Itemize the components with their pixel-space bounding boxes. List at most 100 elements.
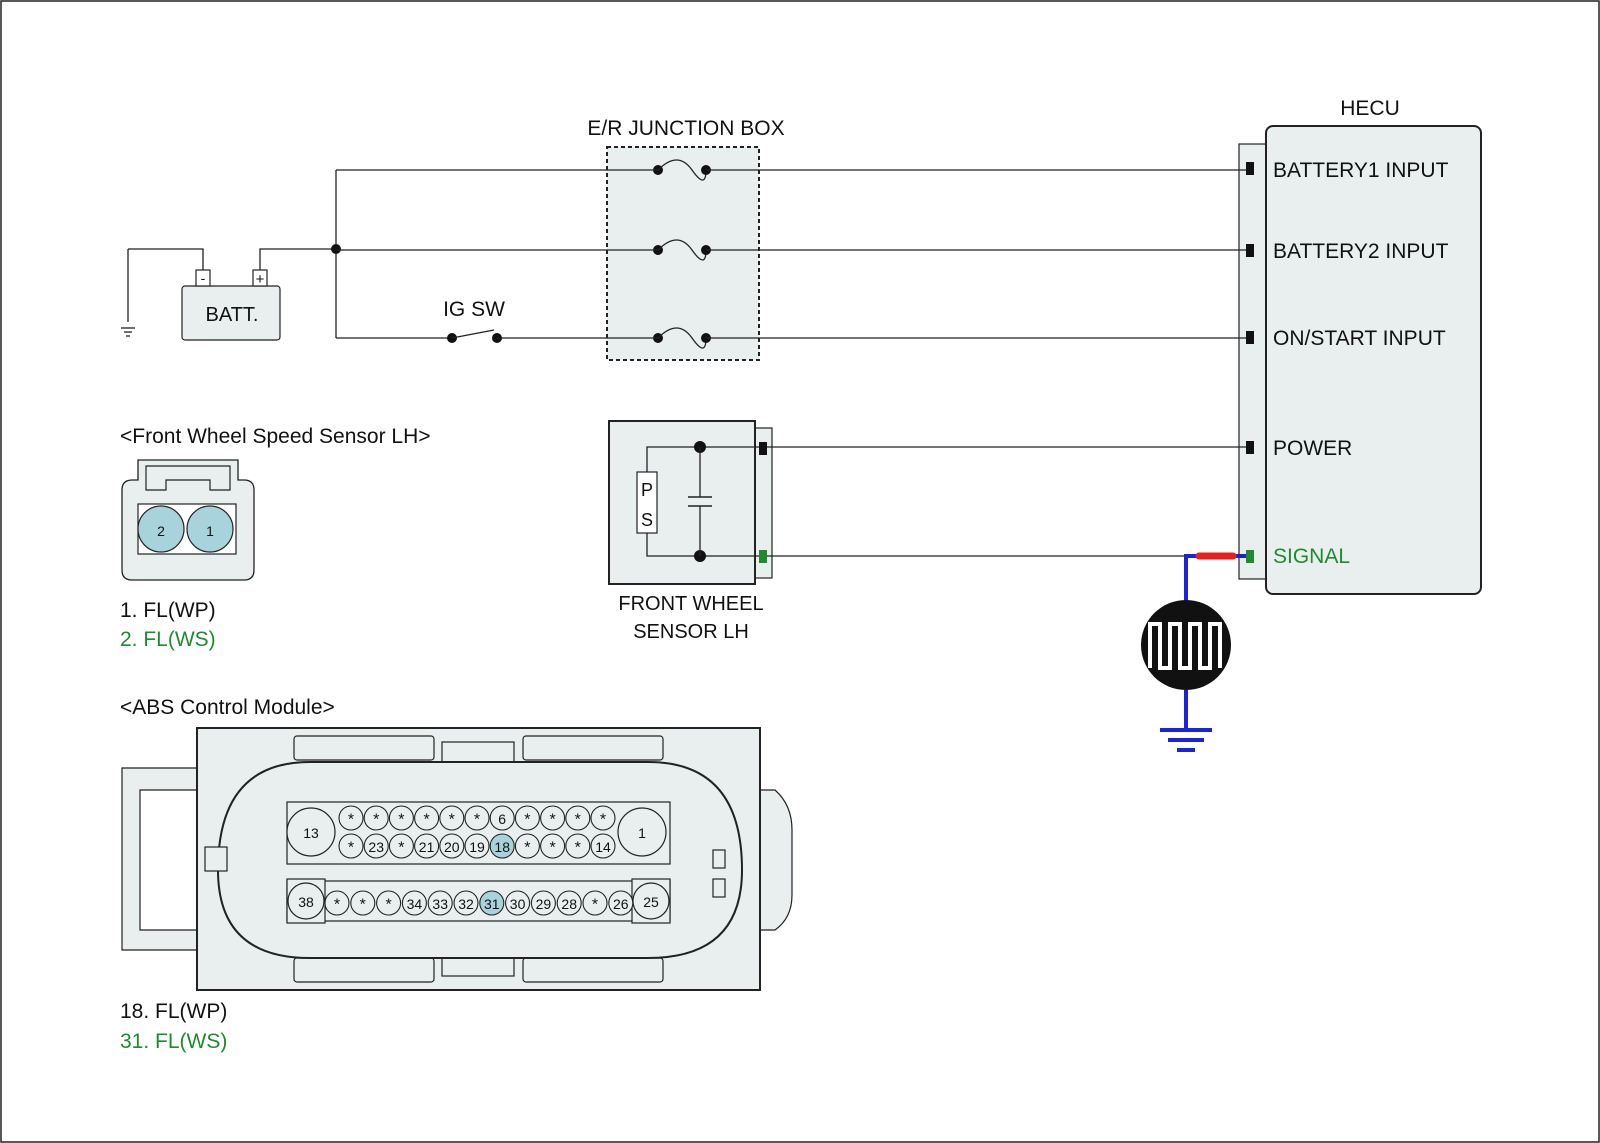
abs-pin-circle bbox=[565, 805, 591, 831]
sensor-connector-legend-1: 1. FL(WP) bbox=[120, 599, 216, 622]
abs-pin-label: 6 bbox=[498, 811, 506, 827]
abs-pin-circle bbox=[540, 833, 566, 859]
hecu-input-onstart: ON/START INPUT bbox=[1273, 327, 1446, 350]
sensor-title-line1: FRONT WHEEL bbox=[618, 593, 763, 615]
abs-pin-circle bbox=[350, 890, 376, 916]
abs-pin-label: 31 bbox=[484, 896, 500, 912]
abs-pin-circle bbox=[363, 833, 389, 859]
abs-module-title: <ABS Control Module> bbox=[120, 696, 335, 719]
hecu-pin-power bbox=[1246, 441, 1254, 454]
abs-pin-label: 30 bbox=[510, 896, 526, 912]
abs-pin-label: * bbox=[524, 840, 530, 857]
abs-right-tab bbox=[759, 789, 793, 931]
probe-ground-icon bbox=[1160, 728, 1212, 752]
ground-icon bbox=[121, 249, 135, 337]
abs-pin-circle bbox=[505, 890, 531, 916]
sensor-connector-pin-2 bbox=[137, 505, 185, 553]
hecu-pin-battery2 bbox=[1246, 244, 1254, 257]
sensor-connector-pin-1-label: 1 bbox=[206, 523, 214, 539]
abs-pin-circle bbox=[414, 833, 440, 859]
abs-pin-label: * bbox=[423, 812, 429, 829]
sensor-pin-signal bbox=[759, 550, 767, 563]
abs-pin-circle bbox=[401, 890, 427, 916]
abs-pin-label: * bbox=[549, 840, 555, 857]
hecu-pin-onstart bbox=[1246, 331, 1254, 344]
hecu-title: HECU bbox=[1340, 97, 1400, 120]
battery-pos-terminal bbox=[252, 269, 268, 287]
abs-pin-label: * bbox=[474, 812, 480, 829]
abs-pin-circle bbox=[556, 890, 582, 916]
abs-pin-circle bbox=[427, 890, 453, 916]
capacitor-icon bbox=[688, 447, 712, 556]
abs-pin-circle bbox=[439, 833, 465, 859]
abs-pin-circle bbox=[530, 890, 556, 916]
abs-pin-circle bbox=[479, 890, 505, 916]
junction-box: E/R JUNCTION BOX bbox=[587, 117, 785, 361]
abs-pin-circle bbox=[338, 805, 364, 831]
abs-legend-2: 31. FL(WS) bbox=[120, 1030, 227, 1053]
hecu-input-battery1: BATTERY1 INPUT bbox=[1273, 159, 1449, 182]
battery-circuit: - + BATT. IG SW bbox=[121, 169, 1246, 343]
hecu-input-battery2: BATTERY2 INPUT bbox=[1273, 240, 1449, 263]
abs-pin-label: 20 bbox=[444, 839, 460, 855]
battery-body bbox=[181, 285, 281, 341]
abs-row1-top: ******6**** bbox=[338, 805, 616, 831]
battery-pos-sign: + bbox=[256, 271, 265, 288]
abs-pin-circle bbox=[324, 890, 350, 916]
sensor-connector-pin-1 bbox=[186, 505, 234, 553]
sensor-connector-latch bbox=[145, 465, 231, 491]
battery-label: BATT. bbox=[206, 304, 259, 326]
abs-pin-label: * bbox=[348, 812, 354, 829]
oscilloscope-probe bbox=[1141, 552, 1246, 752]
abs-pin-circle bbox=[376, 890, 402, 916]
abs-pin-label: * bbox=[575, 840, 581, 857]
abs-pin-circle bbox=[565, 833, 591, 859]
abs-pin-circle bbox=[514, 833, 540, 859]
abs-pin-label: 33 bbox=[432, 896, 448, 912]
abs-pin-label: 19 bbox=[469, 839, 485, 855]
sensor-connector-pin-2-label: 2 bbox=[157, 523, 165, 539]
sensor-pin-power bbox=[759, 442, 767, 455]
abs-pin-circle bbox=[453, 890, 479, 916]
abs-pin-label: 14 bbox=[595, 839, 611, 855]
abs-pin-label: 29 bbox=[536, 896, 552, 912]
abs-pin-label: * bbox=[449, 812, 455, 829]
battery-neg-sign: - bbox=[201, 270, 206, 286]
sensor-s-label: S bbox=[641, 510, 653, 530]
front-wheel-sensor: P S FRONT WHEEL SENSOR LH bbox=[608, 420, 1246, 643]
abs-pin-circle bbox=[414, 805, 440, 831]
abs-pin-circle bbox=[489, 805, 515, 831]
abs-pin-circle bbox=[338, 833, 364, 859]
sensor-connector-title: <Front Wheel Speed Sensor LH> bbox=[120, 425, 431, 448]
hecu-connector-strip bbox=[1238, 143, 1270, 580]
junction-box-outline bbox=[606, 146, 760, 361]
hecu-input-power: POWER bbox=[1273, 437, 1352, 460]
ig-switch-label: IG SW bbox=[443, 298, 505, 321]
abs-pin-circle bbox=[540, 805, 566, 831]
abs-pin-label: 28 bbox=[561, 896, 577, 912]
abs-pin-circle bbox=[514, 805, 540, 831]
abs-pin-label: * bbox=[373, 812, 379, 829]
abs-pin-label: * bbox=[549, 812, 555, 829]
abs-module-view: <ABS Control Module> 13 1 ******6**** *2… bbox=[120, 696, 793, 1053]
abs-pin-label: * bbox=[360, 897, 366, 914]
abs-pin-label: * bbox=[334, 897, 340, 914]
abs-pin-label: * bbox=[575, 812, 581, 829]
abs-pin-label: * bbox=[524, 812, 530, 829]
bus-junction-dot bbox=[331, 244, 341, 254]
abs-pin-label: * bbox=[385, 897, 391, 914]
sensor-body bbox=[608, 420, 756, 585]
junction-box-title: E/R JUNCTION BOX bbox=[587, 117, 784, 140]
sensor-title-line2: SENSOR LH bbox=[633, 621, 749, 643]
abs-pin-label: 23 bbox=[368, 839, 384, 855]
hecu-pin-signal bbox=[1246, 550, 1254, 563]
abs-pin-label: 26 bbox=[613, 896, 629, 912]
abs-pin-label: * bbox=[600, 812, 606, 829]
hecu-body bbox=[1265, 125, 1482, 595]
hecu-pin-battery1 bbox=[1246, 162, 1254, 175]
hecu: HECU BATTERY1 INPUT BATTERY2 INPUT ON/ST… bbox=[1238, 97, 1482, 595]
abs-pin-circle bbox=[388, 833, 414, 859]
